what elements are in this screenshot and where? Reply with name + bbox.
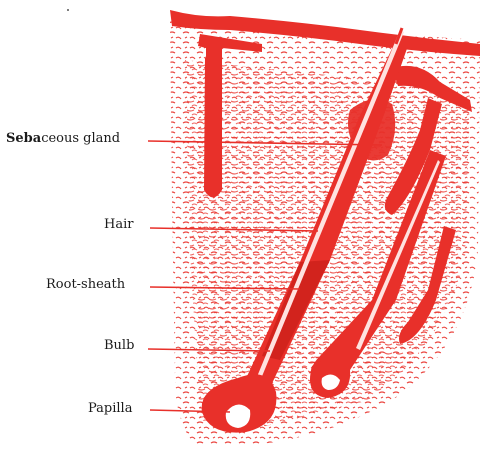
speck [67, 9, 69, 11]
label-hair: Hair [104, 217, 133, 232]
left-gland [204, 58, 222, 198]
label-sebaceous-gland: Sebaceous gland [6, 131, 120, 146]
label-papilla: Papilla [88, 401, 132, 416]
label-root-sheath: Root-sheath [46, 277, 125, 292]
label-bulb: Bulb [104, 338, 134, 353]
